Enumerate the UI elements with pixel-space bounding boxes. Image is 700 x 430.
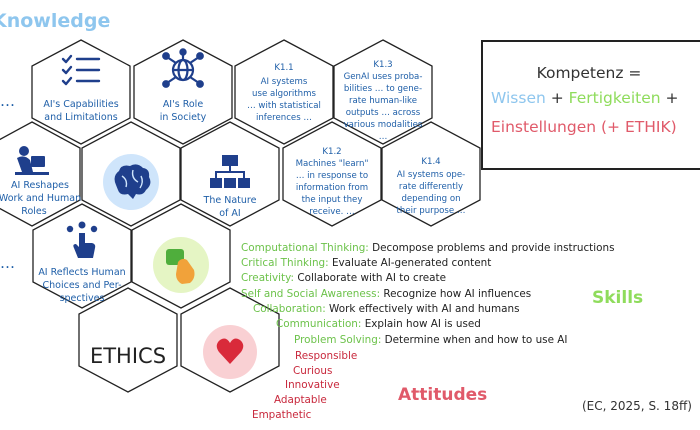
k14-line-1: AI systems ope- — [397, 170, 466, 180]
formula-plus-1: + — [545, 89, 569, 107]
hierarchy-icon — [210, 155, 250, 188]
k12-line-4: the input they — [302, 195, 363, 205]
k11-code: K1.1 — [274, 63, 293, 73]
skill-desc: Work effectively with AI and humans — [325, 303, 520, 315]
k13-line-1: GenAI uses proba- — [344, 72, 423, 82]
checklist-icon — [61, 54, 101, 86]
skill-item: Problem Solving: Determine when and how … — [294, 334, 567, 346]
skill-item: Creativity: Collaborate with AI to creat… — [241, 272, 446, 284]
formula-wissen: Wissen — [491, 89, 546, 107]
hex-nature[interactable] — [180, 121, 280, 227]
hex-capabilities-label-2: and Limitations — [44, 112, 117, 123]
ellipsis-bottom: … — [0, 254, 15, 272]
hex-reflects-label-3: spectives — [60, 293, 105, 304]
hex-reflects-label-2: Choices and Per- — [43, 280, 122, 291]
hex-reshapes-label-1: AI Reshapes — [11, 180, 69, 191]
brain-icon — [114, 164, 151, 199]
k11-line-4: inferences … — [256, 113, 312, 123]
attitude-item: Responsible — [295, 350, 358, 362]
skill-item: Critical Thinking: Evaluate AI-generated… — [241, 257, 491, 269]
hand-choice-icon — [66, 221, 98, 258]
skill-desc: Collaborate with AI to create — [294, 272, 446, 284]
ellipsis-top: … — [0, 92, 15, 110]
formula-fertigkeiten: Fertigkeiten — [568, 89, 661, 107]
hex-k14[interactable] — [381, 121, 481, 227]
k14-line-4: their purpose … — [397, 206, 466, 216]
hex-ethics-label: ETHICS — [90, 344, 166, 368]
attitude-item: Innovative — [285, 379, 340, 391]
k12-line-3: information from — [296, 183, 368, 193]
skills-title: Skills — [592, 288, 644, 308]
k12-code: K1.2 — [322, 147, 341, 157]
k12-line-2: … in response to — [296, 171, 368, 181]
knowledge-title: Knowledge — [0, 10, 111, 32]
skill-desc: Evaluate AI-generated content — [328, 257, 492, 269]
k14-line-3: depending on — [401, 194, 460, 204]
skill-desc: Recognize how AI influences — [380, 288, 532, 300]
formula-line-3: Einstellungen (+ ETHIK) — [491, 118, 677, 136]
skill-desc: Decompose problems and provide instructi… — [368, 242, 615, 254]
hex-reshapes-label-3: Roles — [21, 206, 46, 217]
k11-line-1: AI systems — [261, 77, 308, 87]
hex-capabilities-label-1: AI's Capabilities — [43, 99, 118, 110]
skill-key: Problem Solving: — [294, 334, 382, 346]
k13-line-6: … — [379, 132, 388, 142]
attitude-item: Empathetic — [252, 409, 312, 421]
hex-reflects-label-1: AI Reflects Human — [38, 267, 125, 278]
competence-formula-box: Kompetenz = Wissen + Fertigkeiten + Eins… — [481, 40, 700, 170]
attitude-item: Curious — [293, 365, 333, 377]
attitude-item: Adaptable — [274, 394, 327, 406]
skill-key: Collaboration: — [253, 303, 326, 315]
formula-plus-2: + — [660, 89, 679, 107]
hex-k11[interactable] — [234, 39, 334, 145]
skill-key: Creativity: — [241, 272, 295, 284]
k13-line-5: various modalities — [344, 120, 423, 130]
hex-reshapes-label-2: Work and Human — [0, 193, 81, 204]
skill-item: Communication: Explain how AI is used — [276, 318, 481, 330]
skill-item: Self and Social Awareness: Recognize how… — [241, 288, 531, 300]
k14-line-2: rate differently — [399, 182, 463, 192]
hex-role[interactable] — [133, 39, 233, 145]
hex-role-label-2: in Society — [160, 112, 207, 123]
skill-item: Computational Thinking: Decompose proble… — [241, 242, 615, 254]
hand-pressing-button-icon — [166, 249, 195, 284]
k11-line-2: use algorithms — [252, 89, 316, 99]
hex-role-label-1: AI's Role — [163, 99, 204, 110]
skill-desc: Explain how AI is used — [361, 318, 481, 330]
k12-line-5: receive. … — [309, 207, 354, 217]
k13-line-2: bilities … to gene- — [344, 84, 422, 94]
person-at-laptop-icon — [15, 146, 49, 175]
k13-code: K1.3 — [373, 60, 392, 70]
heart-icon — [216, 338, 244, 364]
skill-key: Communication: — [276, 318, 362, 330]
skill-key: Computational Thinking: — [241, 242, 369, 254]
network-globe-icon — [162, 48, 204, 88]
hex-k12[interactable] — [282, 121, 382, 227]
hex-nature-label-2: of AI — [219, 208, 240, 219]
skill-key: Critical Thinking: — [241, 257, 329, 269]
attitudes-title: Attitudes — [398, 385, 488, 405]
k12-line-1: Machines "learn" — [296, 159, 369, 169]
k11-line-3: … with statistical — [247, 101, 321, 111]
hex-capabilities[interactable] — [31, 39, 131, 145]
citation: (EC, 2025, S. 18ff) — [582, 399, 692, 413]
k13-line-4: outputs … across — [346, 108, 421, 118]
skill-key: Self and Social Awareness: — [241, 288, 381, 300]
k13-line-3: rate human-like — [349, 96, 417, 106]
skill-desc: Determine when and how to use AI — [381, 334, 568, 346]
hex-ethics[interactable] — [78, 287, 178, 393]
hex-k13[interactable] — [333, 39, 433, 145]
formula-line-2: Wissen + Fertigkeiten + — [491, 89, 678, 107]
skill-item: Collaboration: Work effectively with AI … — [253, 303, 520, 315]
formula-line-1: Kompetenz = — [536, 64, 642, 82]
k14-code: K1.4 — [421, 157, 440, 167]
hex-nature-label-1: The Nature — [203, 195, 257, 206]
